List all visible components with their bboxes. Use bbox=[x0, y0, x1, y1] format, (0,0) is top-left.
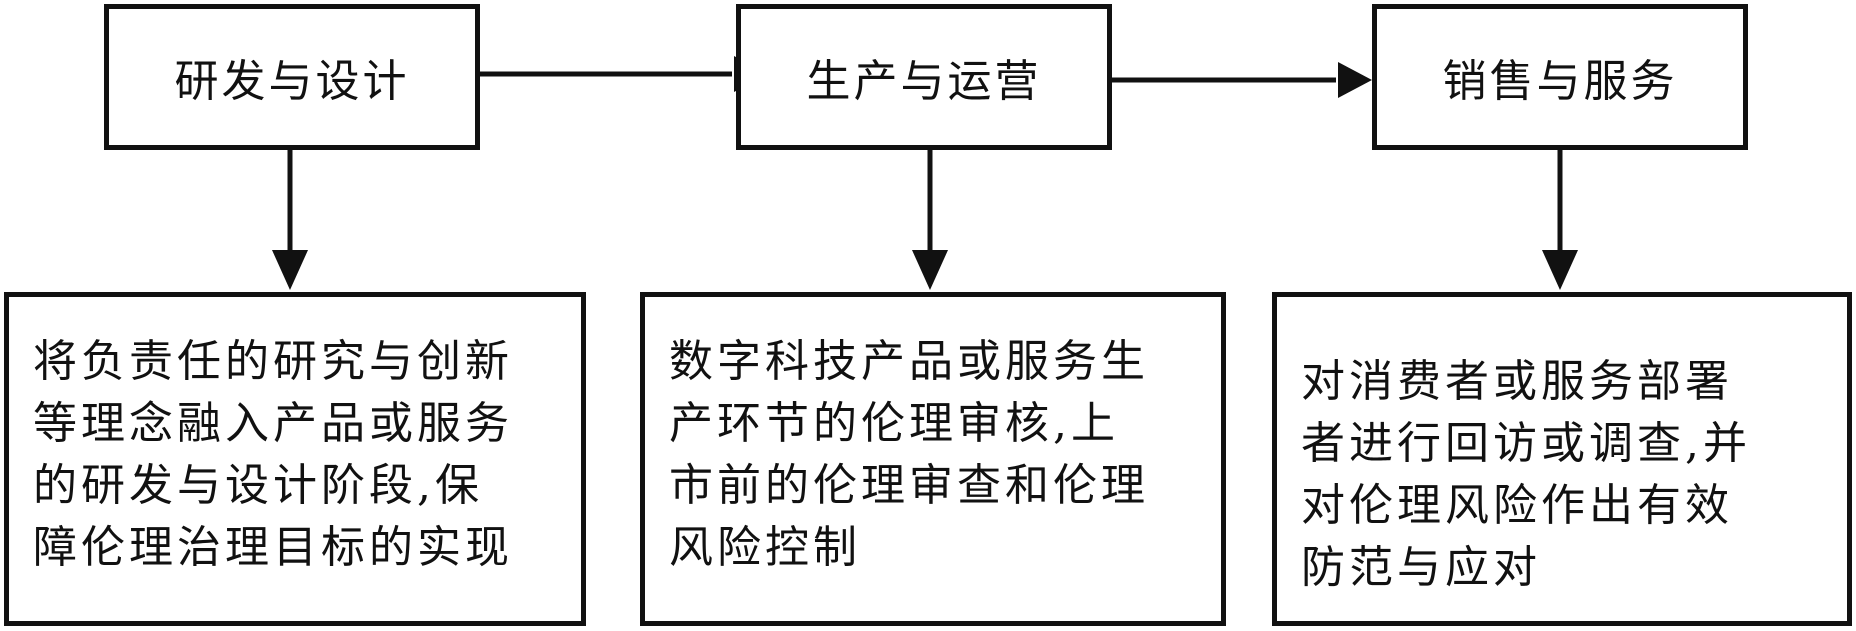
detail-box-sales: 对消费者或服务部署 者进行回访或调查,并 对伦理风险作出有效 防范与应对 bbox=[1272, 292, 1852, 626]
detail-rnd-line-3: 的研发与设计阶段,保 bbox=[33, 460, 483, 511]
arrowhead-stage2-to-detail2 bbox=[912, 250, 948, 290]
stage-box-sales: 销售与服务 bbox=[1372, 4, 1748, 150]
detail-rnd-line-1: 将负责任的研究与创新 bbox=[33, 336, 513, 387]
stage-box-rnd: 研发与设计 bbox=[104, 4, 480, 150]
arrowhead-stage2-to-stage3 bbox=[1338, 62, 1372, 98]
detail-sales-line-2: 者进行回访或调查,并 bbox=[1301, 418, 1751, 469]
detail-box-production: 数字科技产品或服务生 产环节的伦理审核,上 市前的伦理审查和伦理 风险控制 bbox=[640, 292, 1226, 626]
detail-rnd-line-4: 障伦理治理目标的实现 bbox=[33, 522, 513, 573]
stage-label-sales: 销售与服务 bbox=[1442, 56, 1678, 107]
detail-sales-line-1: 对消费者或服务部署 bbox=[1301, 356, 1733, 407]
detail-production-line-1: 数字科技产品或服务生 bbox=[669, 336, 1149, 387]
stage-box-production: 生产与运营 bbox=[736, 4, 1112, 150]
detail-box-rnd: 将负责任的研究与创新 等理念融入产品或服务 的研发与设计阶段,保 障伦理治理目标… bbox=[4, 292, 586, 626]
arrowhead-stage1-to-detail1 bbox=[272, 250, 308, 290]
detail-production-line-4: 风险控制 bbox=[669, 522, 861, 573]
stage-label-production: 生产与运营 bbox=[806, 56, 1042, 107]
detail-production-line-2: 产环节的伦理审核,上 bbox=[669, 398, 1119, 449]
detail-production-line-3: 市前的伦理审查和伦理 bbox=[669, 460, 1149, 511]
arrowhead-stage3-to-detail3 bbox=[1542, 250, 1578, 290]
stage-label-rnd: 研发与设计 bbox=[174, 56, 410, 107]
detail-sales-line-3: 对伦理风险作出有效 bbox=[1301, 480, 1733, 531]
detail-rnd-line-2: 等理念融入产品或服务 bbox=[33, 398, 513, 449]
detail-sales-line-4: 防范与应对 bbox=[1301, 542, 1541, 593]
